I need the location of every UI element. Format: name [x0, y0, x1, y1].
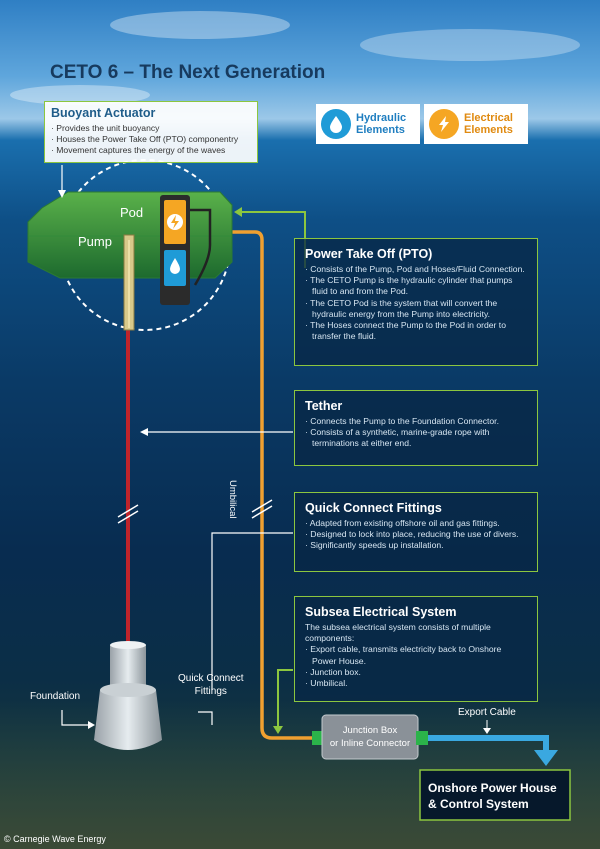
- junction-green-left: [312, 731, 324, 745]
- buoyant-actuator-item: Houses the Power Take Off (PTO) componen…: [51, 134, 251, 145]
- pto-heading: Power Take Off (PTO): [305, 247, 433, 261]
- legend-hydraulic-line1: Hydraulic: [356, 112, 407, 124]
- cloud: [110, 11, 290, 39]
- legend-hydraulic-line2: Elements: [356, 124, 405, 136]
- umbilical-line: [215, 230, 322, 740]
- onshore-label: Onshore Power House & Control System: [428, 780, 557, 812]
- pod-label: Pod: [120, 205, 144, 220]
- tether-item: Connects the Pump to the Foundation Conn…: [305, 416, 527, 427]
- tether-item: Consists of a synthetic, marine-grade ro…: [305, 427, 527, 449]
- quick-connect-bracket: [198, 711, 213, 725]
- quick-connect-heading: Quick Connect Fittings: [305, 501, 442, 515]
- foundation-bracket: [61, 710, 90, 726]
- water-drop-icon: [321, 109, 351, 139]
- umbilical-label: Umbilical: [227, 480, 238, 519]
- umbilical-break-mark: [251, 505, 273, 519]
- tether-heading: Tether: [305, 399, 343, 413]
- export-cable-arrow: [534, 750, 558, 766]
- export-cable: [428, 735, 549, 752]
- lightning-icon: [429, 109, 459, 139]
- foundation-label: Foundation: [30, 691, 81, 702]
- subsea-item: Umbilical.: [305, 678, 527, 689]
- pto-item: The Hoses connect the Pump to the Pod in…: [305, 320, 527, 342]
- legend-electrical-line1: Electrical: [464, 112, 513, 124]
- legend-hydraulic: Hydraulic Elements: [316, 104, 420, 144]
- onshore-label-line1: Onshore Power House: [428, 781, 557, 795]
- hose: [190, 208, 212, 286]
- quick-connect-pointer: [211, 532, 293, 690]
- subsea-item: Junction box.: [305, 667, 527, 678]
- onshore-label-line2: & Control System: [428, 797, 529, 811]
- quick-connect-item: Designed to lock into place, reducing th…: [305, 529, 527, 540]
- tether-box: Tether Connects the Pump to the Foundati…: [294, 390, 538, 466]
- pump-label: Pump: [78, 234, 112, 249]
- legend-electrical-line2: Elements: [464, 124, 513, 136]
- export-cable-label: Export Cable: [458, 707, 516, 718]
- subsea-pointer: [277, 669, 293, 728]
- pto-item: Consists of the Pump, Pod and Hoses/Flui…: [305, 264, 527, 275]
- quick-connect-item: Significantly speeds up installation.: [305, 540, 527, 551]
- junction-box-label: Junction Box or Inline Connector: [322, 724, 418, 750]
- subsea-intro: The subsea electrical system consists of…: [305, 622, 491, 644]
- buoyant-actuator-item: Provides the unit buoyancy: [51, 123, 251, 134]
- tether-break-mark: [117, 510, 139, 524]
- subsea-box: Subsea Electrical System The subsea elec…: [294, 596, 538, 702]
- lightning-icon: [171, 215, 179, 229]
- junction-box-label-line1: Junction Box: [342, 725, 398, 736]
- junction-box-label-line2: or Inline Connector: [329, 738, 411, 749]
- legend-electrical: Electrical Elements: [424, 104, 528, 144]
- quick-connect-box: Quick Connect Fittings Adapted from exis…: [294, 492, 538, 572]
- quick-connect-label-line1: Quick Connect: [178, 673, 244, 684]
- tether-break-mark: [117, 504, 139, 518]
- page-title: CETO 6 – The Next Generation: [50, 62, 326, 83]
- foundation-base: [94, 690, 162, 750]
- subsea-heading: Subsea Electrical System: [305, 605, 457, 619]
- pto-item: The CETO Pump is the hydraulic cylinder …: [305, 275, 527, 297]
- junction-green-right: [416, 731, 428, 745]
- quick-connect-item: Adapted from existing offshore oil and g…: [305, 518, 527, 529]
- credit: © Carnegie Wave Energy: [4, 834, 106, 844]
- cloud: [360, 29, 580, 61]
- foundation-top: [110, 645, 146, 685]
- pto-item: The CETO Pod is the system that will con…: [305, 298, 527, 320]
- water-drop-icon: [170, 258, 180, 274]
- onshore-box: [419, 769, 571, 821]
- umbilical-break-mark: [251, 499, 273, 513]
- subsea-item: Export cable, transmits electricity back…: [305, 644, 527, 666]
- pto-box: Power Take Off (PTO) Consists of the Pum…: [294, 238, 538, 366]
- buoyant-actuator-item: Movement captures the energy of the wave…: [51, 145, 251, 156]
- quick-connect-label: Quick Connect Fittings: [178, 672, 244, 698]
- buoyant-actuator-box: Buoyant Actuator Provides the unit buoya…: [44, 101, 258, 163]
- quick-connect-label-line2: Fittings: [194, 686, 227, 697]
- buoyant-actuator-heading: Buoyant Actuator: [51, 106, 156, 120]
- cloud: [10, 85, 150, 105]
